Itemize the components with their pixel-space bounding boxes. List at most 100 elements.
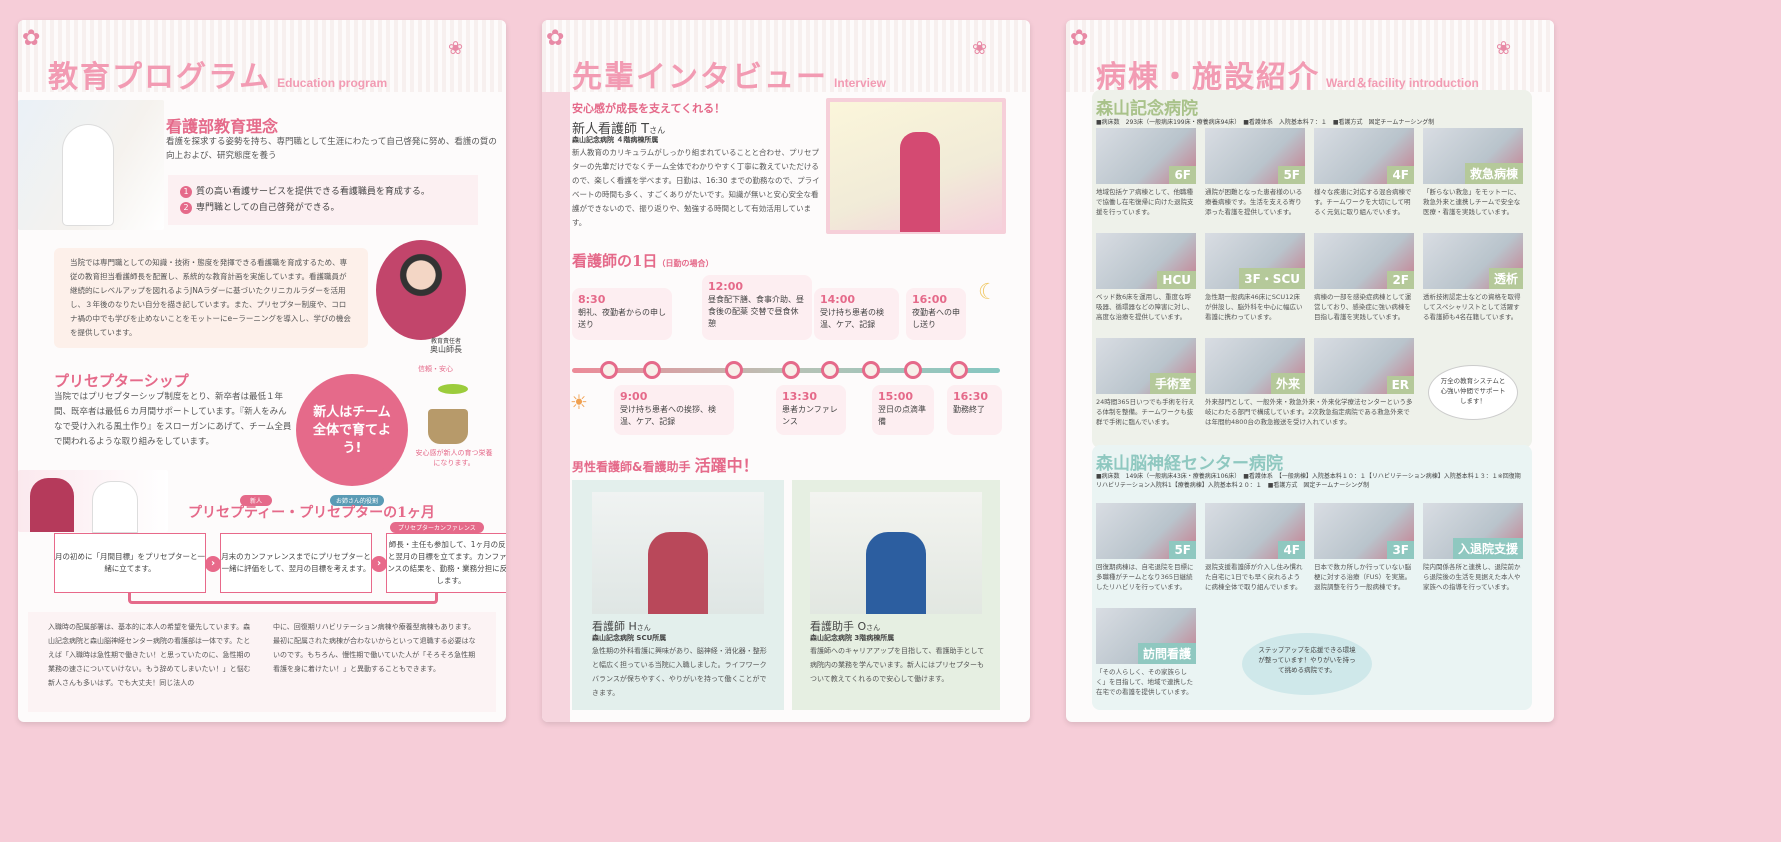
footer-text-right: 中に、回復期リハビリテーション病棟や療養型病棟もあります。最初に配属された病棟が… — [273, 623, 476, 673]
supervisor-photo — [376, 240, 466, 340]
unit-photo: ER — [1314, 338, 1414, 394]
clock-icon — [725, 361, 743, 379]
staff-card: 看護師 Hさん 森山記念病院 SCU所属 急性期の外科看護に興味があり、脳神経・… — [572, 480, 784, 710]
step-box-2: 月末のカンファレンスまでにプリセプターと一緒に評価をして、翌月の目標を考えます。 — [220, 533, 372, 593]
clock-icon — [782, 361, 800, 379]
unit-description: 通院が困難となった患者様のいる療養病棟です。生活を支える寄り添った看護を提供して… — [1205, 188, 1303, 216]
step-box-1: 月の初めに「月間目標」をプリセプターと一緒に立てます。 — [54, 533, 206, 593]
hospital-section-2: 森山脳神経センター病院 ■病床数 149床（一般病床43床・療養病床106床） … — [1092, 445, 1532, 710]
unit-description: 透析技術認定士などの資格を取得してスペシャリストとして活躍する看護師も4名在籍し… — [1423, 293, 1521, 321]
unit-label: 手術室 — [1149, 373, 1196, 394]
unit-label: 4F — [1387, 166, 1414, 184]
tag-new: 新人 — [240, 495, 273, 506]
intro-text: 当院では専門職としての知識・技術・態度を発揮できる看護職を育成するため、専従の教… — [54, 248, 368, 348]
unit-label: HCU — [1157, 271, 1196, 289]
supervisor-label: 教育責任者奥山師長 — [430, 338, 462, 354]
unit-card: 訪問看護「その人らしく、その家族らしく」を目指して、地域で連携した在宅での看護を… — [1096, 608, 1196, 697]
unit-label: 6F — [1169, 166, 1196, 184]
unit-label: 4F — [1278, 541, 1305, 559]
speech-bubble: ステップアップを応援できる環境が整っています！やりがいを持って挑める病院です。 — [1242, 633, 1372, 695]
unit-description: 退院支援看護師が介入し住み慣れた自宅に1日でも早く戻れるように病棟全体で取り組ん… — [1205, 563, 1303, 591]
flower-icon: ❀ — [448, 38, 464, 59]
sun-icon: ☀ — [570, 390, 588, 414]
unit-label: 透析 — [1488, 268, 1523, 289]
cycle-arrow — [128, 592, 438, 604]
unit-photo: 2F — [1314, 233, 1414, 289]
footer-text-left: 入職時の配属部署は、基本的に本人の希望を優先しています。森山記念病院と森山脳神経… — [48, 623, 251, 687]
unit-card: 手術室 24時間365日いつでも手術を行える体制を整備。チームワークも抜群で手術に… — [1096, 338, 1196, 427]
unit-description: 「断らない救急」をモットーに、救急外来と連携しチームで安全な医療・看護を実践して… — [1423, 188, 1521, 216]
staff-card: 看護助手 Oさん 森山記念病院 3階病棟所属 看護師へのキャリアアップを目指して… — [792, 480, 1000, 710]
unit-label: 5F — [1169, 541, 1196, 559]
unit-card: ER — [1314, 338, 1414, 397]
philosophy-heading: 看護部教育理念 — [166, 117, 279, 136]
unit-photo: 3F — [1314, 503, 1414, 559]
nurse-photo — [18, 100, 164, 230]
staff-affil: 森山記念病院 SCU所属 — [592, 634, 667, 642]
moon-icon: ☾ — [978, 280, 998, 305]
unit-description: 「その人らしく、その家族らしく」を目指して、地域で連携した在宅での看護を提供して… — [1096, 668, 1193, 696]
unit-photo: 6F — [1096, 128, 1196, 184]
unit-label: 3F・SCU — [1239, 268, 1305, 289]
preceptor-text: 当院ではプリセプターシップ制度をとり、新卒者は最低１年間、既卒者は最低６カ月間サ… — [54, 392, 292, 447]
unit-label: 救急病棟 — [1464, 163, 1523, 184]
unit-photo: 外来 — [1205, 338, 1305, 394]
male-heading: 男性看護師&看護助手 活躍中！ — [572, 456, 759, 475]
clock-icon — [950, 361, 968, 379]
flower-icon: ✿ — [546, 26, 565, 51]
clock-icon — [821, 361, 839, 379]
unit-description: 外来部門として、一般外来・救急外来・外来化学療法センターという多岐にわたる部門で… — [1205, 398, 1413, 426]
clock-icon — [904, 361, 922, 379]
staff-name: 看護助手 Oさん — [810, 620, 881, 633]
unit-photo: 3F・SCU — [1205, 233, 1305, 289]
unit-card: 救急病棟「断らない救急」をモットーに、救急外来と連携しチームで安全な医療・看護を… — [1423, 128, 1523, 217]
staff-affil: 森山記念病院 3階病棟所属 — [810, 634, 895, 642]
staff-text: 看護師へのキャリアアップを目指して、看護助手として病院内の業務を学んでいます。新… — [810, 647, 985, 683]
unit-card: 4F 退院支援看護師が介入し住み慣れた自宅に1日でも早く戻れるように病棟全体で取り… — [1205, 503, 1305, 592]
unit-description: 24時間365日いつでも手術を行える体制を整備。チームワークも抜群で手術に臨んで… — [1096, 398, 1195, 426]
flower-icon: ✿ — [22, 26, 41, 51]
unit-card: 外来外来部門として、一般外来・救急外来・外来化学療法センターという多岐にわたる部… — [1205, 338, 1412, 427]
hospital-info: ■病床数 293床（一般病床199床・療養病床94床） ■看護体系 入院基本料７… — [1096, 119, 1435, 126]
interview-affil: 森山記念病院 ４階病棟所属 — [572, 136, 659, 144]
interview-text: 新人教育のカリキュラムがしっかり組まれていることと合わせ、プリセプターの先輩だけ… — [572, 148, 820, 227]
tag-senior: お姉さん的役割 — [330, 495, 385, 506]
unit-description: 地域包括ケア病棟として、他職種で協働し在宅復帰に向けた退院支援を行っています。 — [1096, 188, 1194, 216]
flower-icon: ✿ — [1070, 26, 1089, 51]
unit-description: 院内関係各所と連携し、退院前から退院後の生活を見据えた本人や家族への指導を行って… — [1423, 563, 1521, 591]
header-stripe — [542, 20, 1030, 92]
chevron-right-icon: › — [371, 556, 387, 572]
plant-tag: 信頼・安心 — [418, 365, 453, 373]
plant-caption: 安心感が新人の育つ栄養になります。 — [415, 449, 493, 467]
team-badge: 新人はチーム全体で育てよう! — [302, 380, 402, 480]
chevron-right-icon: › — [205, 556, 221, 572]
preceptor-photo — [18, 470, 168, 532]
unit-photo: 訪問看護 — [1096, 608, 1196, 664]
interview-catch: 安心感が成長を支えてくれる！ — [572, 102, 726, 115]
unit-photo: 救急病棟 — [1423, 128, 1523, 184]
hospital-name: 森山脳神経センター病院 — [1096, 454, 1283, 474]
tag-conference: プリセプターカンファレンス — [390, 522, 484, 533]
unit-card: 入退院支援院内関係各所と連携し、退院前から退院後の生活を見据えた本人や家族への指… — [1423, 503, 1523, 592]
unit-label: 5F — [1278, 166, 1305, 184]
sprout-icon — [423, 384, 473, 444]
side-band — [542, 92, 570, 722]
clock-icon — [600, 361, 618, 379]
flower-icon: ❀ — [972, 38, 988, 59]
hospital-name: 森山記念病院 — [1096, 99, 1198, 119]
